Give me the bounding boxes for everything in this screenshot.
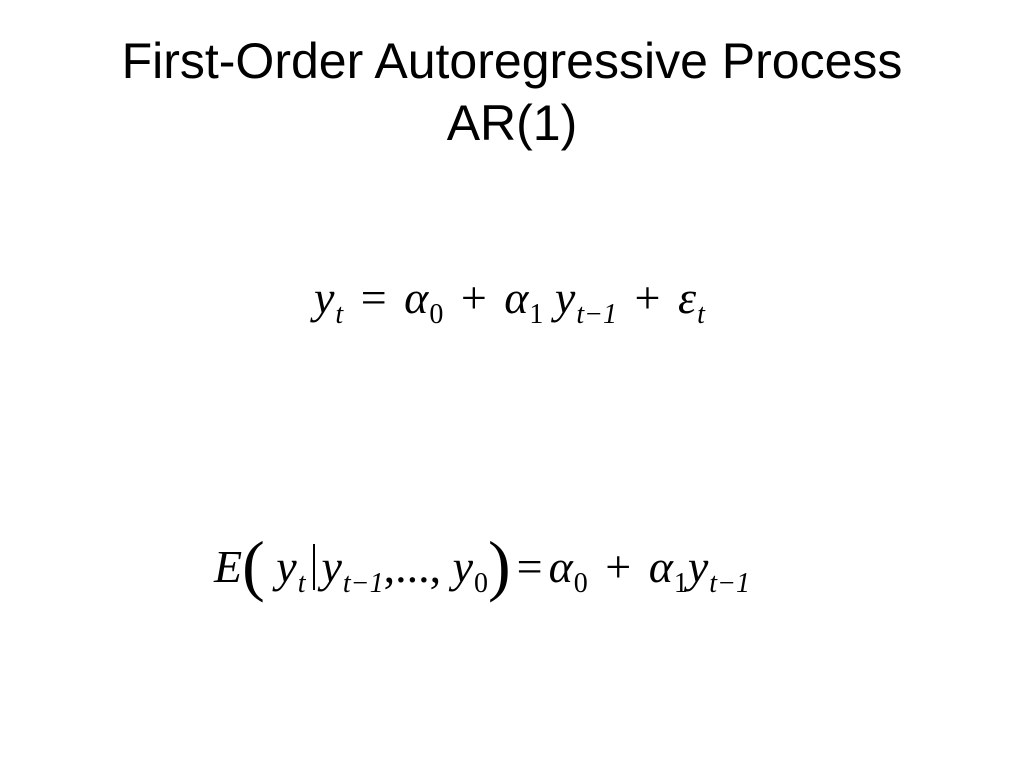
eq1-sub-t: t: [335, 299, 344, 330]
eq2-sub-t-minus-1-2: t−1: [709, 568, 750, 599]
title-line-1: First-Order Autoregressive Process: [121, 33, 903, 89]
eq1-sub-t-minus-1: t−1: [576, 299, 618, 330]
eq2-sub-t: t: [297, 568, 306, 599]
eq1-sub-1: 1: [529, 299, 544, 330]
slide-title: First-Order Autoregressive Process AR(1): [0, 30, 1024, 154]
eq2-sub-alpha-1: 1: [673, 568, 688, 599]
eq2-y0: y: [452, 541, 473, 592]
title-line-2: AR(1): [446, 95, 578, 151]
eq2-given-bar: [313, 544, 316, 590]
eq2-plus: +: [605, 541, 632, 592]
eq1-alpha0: α: [404, 272, 429, 323]
eq1-equals: =: [360, 272, 387, 323]
eq2-y-lag: y: [321, 541, 342, 592]
eq2-sub-alpha-0: 0: [573, 568, 588, 599]
ar1-equation: yt = α0 + α1 yt−1 + εt: [314, 272, 705, 329]
eq2-alpha0: α: [548, 541, 573, 592]
eq2-sub-0: 0: [474, 568, 488, 599]
eq2-E: E: [214, 541, 243, 592]
eq1-sub-t-2: t: [697, 299, 705, 330]
eq2-rparen: ): [488, 527, 511, 603]
eq2-ellipsis: ,...,: [383, 541, 442, 592]
eq2-lparen: (: [242, 527, 265, 603]
eq1-plus-1: +: [460, 272, 487, 323]
eq2-alpha1: α: [648, 541, 673, 592]
eq1-sub-0: 0: [429, 299, 444, 330]
eq2-y: y: [276, 541, 297, 592]
eq2-sub-t-minus-1: t−1: [342, 568, 384, 599]
eq1-y-lag: y: [554, 272, 576, 323]
eq2-y-lag-2: y: [687, 541, 709, 592]
eq1-epsilon: ε: [677, 272, 697, 323]
eq2-equals: =: [516, 541, 543, 592]
eq1-plus-2: +: [634, 272, 661, 323]
eq1-alpha1: α: [504, 272, 529, 323]
eq1-y: y: [314, 272, 335, 323]
